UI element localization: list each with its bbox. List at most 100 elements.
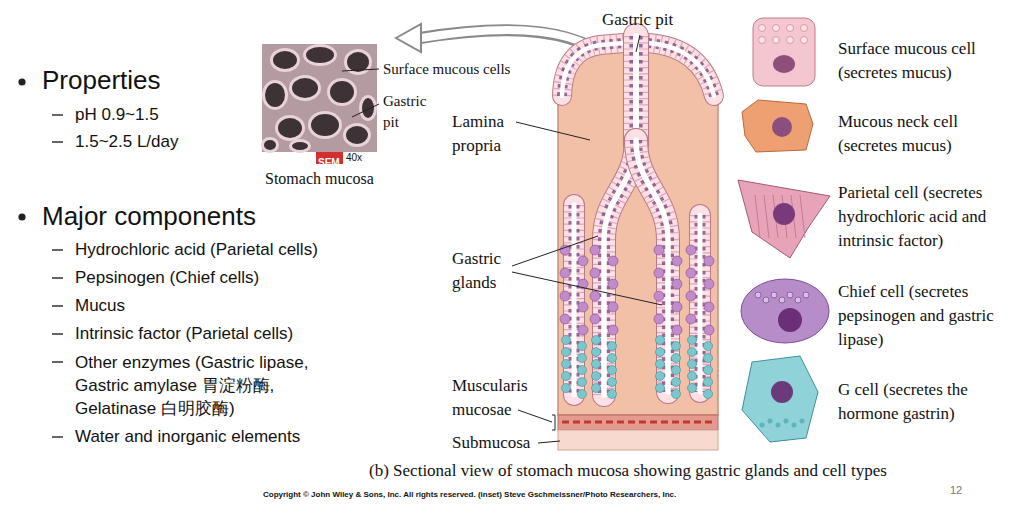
part-label: Gastric pit (602, 10, 673, 30)
bullet-dash (52, 333, 63, 335)
leader-line (518, 410, 552, 422)
chief-cell (672, 378, 681, 387)
parietal-cell (686, 245, 696, 255)
lamina-propria (558, 36, 718, 415)
nucleus (773, 55, 795, 73)
leader-line (342, 69, 379, 71)
chief-cell (578, 342, 587, 351)
cell-borders (562, 43, 624, 96)
mucus-granule (759, 37, 766, 44)
chief-cell (704, 378, 713, 387)
parietal-cell (738, 180, 830, 258)
sem-rim (327, 78, 357, 106)
sem-pit-hole (264, 140, 276, 150)
cell-types (738, 18, 830, 442)
parietal-cell (578, 302, 588, 312)
chief-cell (688, 360, 697, 369)
sem-ground (262, 44, 377, 152)
zymogen-granule (771, 292, 777, 298)
secretory-granule (784, 419, 789, 424)
sem-rim (289, 139, 311, 153)
parietal-cell (578, 325, 588, 335)
part-label: Surface mucous cells (383, 60, 510, 78)
gland-lumen (604, 140, 636, 395)
parietal-cell (608, 256, 618, 266)
sem-rim (303, 44, 337, 66)
cell-label: Mucous neck cell (secretes mucus) (838, 110, 1018, 158)
part-label: Muscularis mucosae (452, 374, 536, 422)
sem-pit-hole (362, 98, 374, 118)
parietal-cell (654, 245, 664, 255)
part-label: Submucosa (452, 433, 530, 453)
mucus-granule (801, 25, 808, 32)
chief-cell (672, 366, 681, 375)
chief-cell (704, 390, 713, 399)
cell-label: G cell (secretes the hormone gastrin) (838, 378, 1018, 426)
chief-cell (608, 390, 617, 399)
cell-borders (604, 140, 636, 395)
nucleus (772, 117, 792, 137)
canaliculus (800, 195, 805, 238)
chief-cell (704, 354, 713, 363)
bullet-item: Intrinsic factor (Parietal cells) (75, 324, 293, 344)
cell-nuclei (604, 140, 636, 395)
gland-lumen (562, 43, 624, 96)
bracket (552, 415, 555, 430)
chief-cell (704, 342, 713, 351)
sem-pit-hole (306, 47, 334, 63)
zymogen-granule (803, 292, 809, 298)
chief-cell (592, 348, 601, 357)
chief-cell (741, 279, 829, 343)
zymogen-granule (779, 297, 785, 303)
chief-cell (656, 372, 665, 381)
chief-cell (562, 336, 571, 345)
parietal-cell (560, 268, 570, 278)
gland-outline (562, 43, 624, 96)
parietal-cell (590, 268, 600, 278)
submucosa-band (558, 430, 718, 450)
surface-mucous-cell (753, 18, 815, 86)
mucus-granule (787, 25, 794, 32)
gland-lumen (648, 43, 714, 96)
bullet-item: pH 0.9~1.5 (75, 105, 159, 125)
mucous-neck-cell (742, 100, 813, 152)
figure-caption: (b) Sectional view of stomach mucosa sho… (369, 461, 887, 481)
parietal-cell (578, 256, 588, 266)
part-label: Gastric pit (383, 91, 439, 133)
gland-outline (636, 140, 668, 392)
chief-cell (562, 360, 571, 369)
secretory-granule (792, 423, 797, 428)
parietal-cell (704, 325, 714, 335)
cell-borders (636, 140, 668, 392)
chief-cell (704, 366, 713, 375)
bullet-marks (18, 78, 63, 437)
sem-pit-hole (278, 118, 302, 138)
parietal-cell (686, 268, 696, 278)
leader-line (636, 35, 640, 52)
sem-pit-hole (311, 114, 339, 136)
parietal-cell (704, 256, 714, 266)
chief-cell (592, 360, 601, 369)
gland-outline (648, 43, 714, 96)
sem-rim (275, 115, 305, 141)
chief-cell (578, 390, 587, 399)
bullet-heading: Major components (42, 201, 256, 232)
chief-cell (578, 378, 587, 387)
sem-rim (261, 137, 279, 153)
bullet-item: Water and inorganic elements (75, 427, 300, 447)
cell-label: Chief cell (secretes pepsinogen and gast… (838, 280, 1018, 352)
parietal-cell (590, 291, 600, 301)
bullet-dash (52, 361, 63, 363)
page-number: 12 (950, 484, 962, 497)
parietal-cell (560, 314, 570, 324)
parietal-cell (704, 279, 714, 289)
mucus-granule (787, 37, 794, 44)
sem-rim (262, 80, 288, 110)
nucleus (771, 381, 793, 403)
bullet-item: Hydrochloric acid (Parietal cells) (75, 240, 318, 260)
bullet-dash (52, 436, 63, 438)
sem-rim (343, 123, 371, 147)
chief-cell (592, 336, 601, 345)
chief-cell (688, 384, 697, 393)
bullet-item: Mucus (75, 296, 125, 316)
